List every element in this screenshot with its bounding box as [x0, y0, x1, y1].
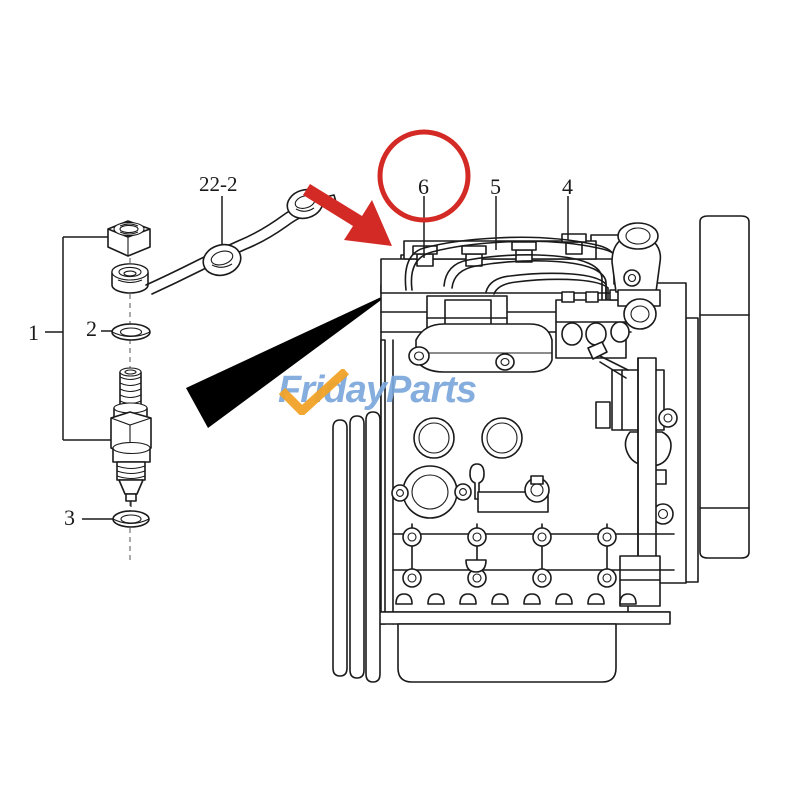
pipe-eye-mid — [202, 243, 242, 277]
part-banjo-fitting — [111, 263, 149, 294]
callout-label-6: 6 — [418, 174, 429, 199]
timing-gear-cover — [380, 339, 550, 625]
flywheel-housing — [675, 215, 750, 583]
engine-assembly — [332, 215, 750, 683]
part-washer — [111, 323, 151, 341]
crankshaft-pulley — [332, 411, 381, 683]
callout-label-4: 4 — [562, 174, 573, 199]
part-nut — [107, 220, 151, 257]
red-pointer-arrow — [303, 184, 392, 246]
callout-label-22-2: 22-2 — [199, 172, 238, 196]
oil-pan-rail — [392, 523, 675, 588]
exploded-part-column — [45, 220, 152, 560]
block-bottom-flange — [377, 593, 671, 625]
engine-callout-leaders — [423, 196, 569, 258]
water-outlet-neck — [611, 222, 662, 330]
black-pointer-wedge — [186, 292, 392, 428]
callout-label-1: 1 — [28, 320, 39, 345]
part-fuel-pipe — [145, 188, 337, 295]
part-seal-washer — [112, 510, 150, 528]
part-injector-nozzle — [110, 367, 152, 507]
red-highlight-circle — [377, 129, 471, 223]
injection-pump — [555, 289, 630, 359]
callout-label-2: 2 — [86, 316, 97, 341]
callout-label-3: 3 — [64, 505, 75, 530]
callout-label-5: 5 — [490, 174, 501, 199]
oil-pan — [397, 623, 617, 683]
